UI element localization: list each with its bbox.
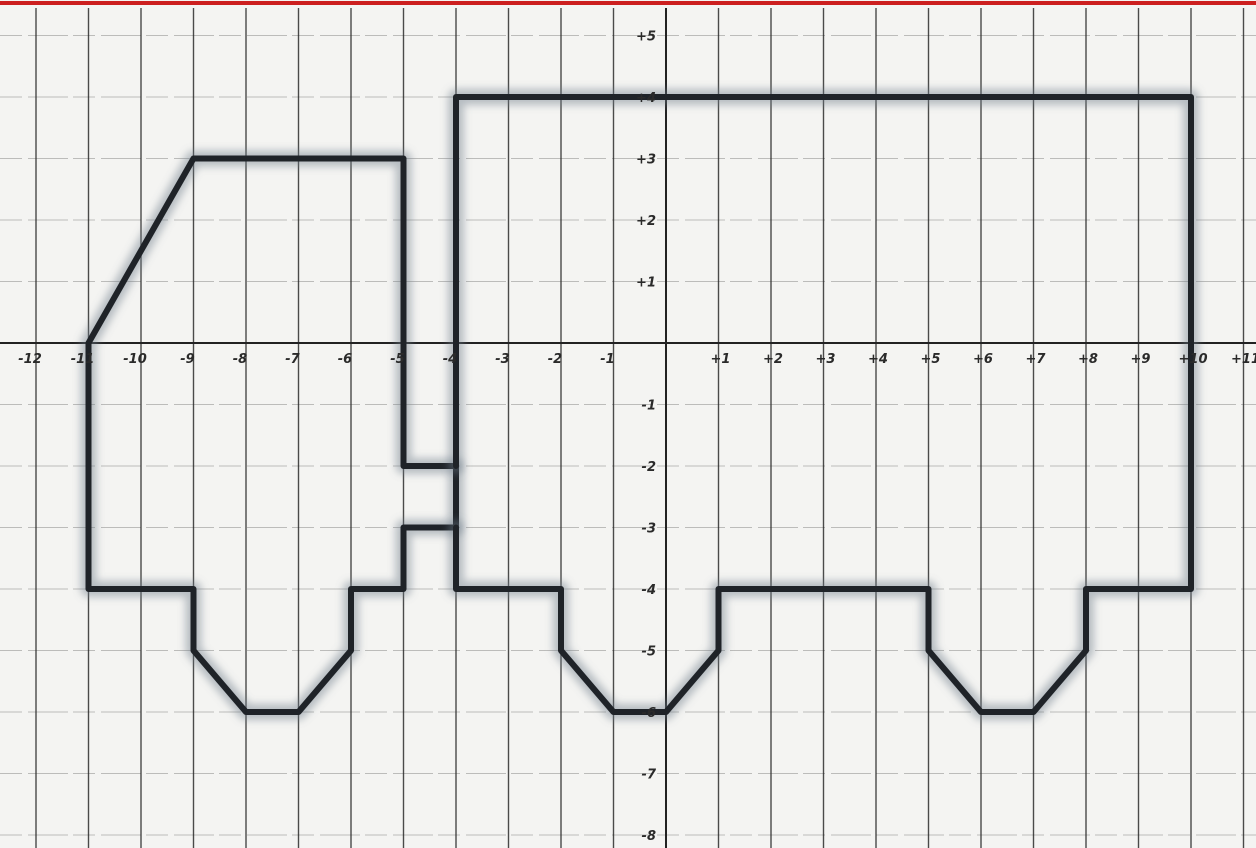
y-tick-label: -6 <box>642 706 656 721</box>
x-tick-label: -10 <box>123 352 147 367</box>
y-tick-label: +3 <box>636 153 656 168</box>
y-tick-label: -8 <box>642 829 656 844</box>
y-tick-label: +2 <box>636 214 656 229</box>
x-tick-label: +8 <box>1078 352 1098 367</box>
y-tick-label: -5 <box>642 645 656 660</box>
x-tick-label: -3 <box>495 352 509 367</box>
x-tick-label: +10 <box>1179 352 1208 367</box>
x-tick-label: -7 <box>285 352 300 367</box>
y-tick-label: -7 <box>642 768 657 783</box>
x-tick-label: +1 <box>711 352 731 367</box>
y-tick-label: +4 <box>636 91 656 106</box>
y-tick-label: -1 <box>642 399 656 414</box>
y-tick-label: -4 <box>642 583 656 598</box>
x-tick-label: +9 <box>1131 352 1151 367</box>
y-tick-label: +5 <box>636 30 656 45</box>
x-tick-label: +4 <box>868 352 888 367</box>
y-tick-label: -3 <box>642 522 656 537</box>
y-tick-label: +1 <box>636 276 656 291</box>
x-tick-label: -8 <box>233 352 247 367</box>
x-tick-label: -9 <box>180 352 194 367</box>
x-tick-label: -2 <box>548 352 562 367</box>
x-tick-label: +11 <box>1231 352 1256 367</box>
x-tick-label: +6 <box>973 352 993 367</box>
x-tick-label: -5 <box>390 352 404 367</box>
x-tick-label: -4 <box>443 352 457 367</box>
x-tick-label: -1 <box>600 352 614 367</box>
x-tick-label: -11 <box>71 352 95 367</box>
x-tick-label: -6 <box>338 352 352 367</box>
x-tick-label: +5 <box>921 352 941 367</box>
x-tick-label: +3 <box>816 352 836 367</box>
x-tick-label: +7 <box>1026 352 1047 367</box>
x-tick-label: -12 <box>18 352 42 367</box>
y-tick-label: -2 <box>642 460 656 475</box>
x-tick-label: +2 <box>763 352 783 367</box>
